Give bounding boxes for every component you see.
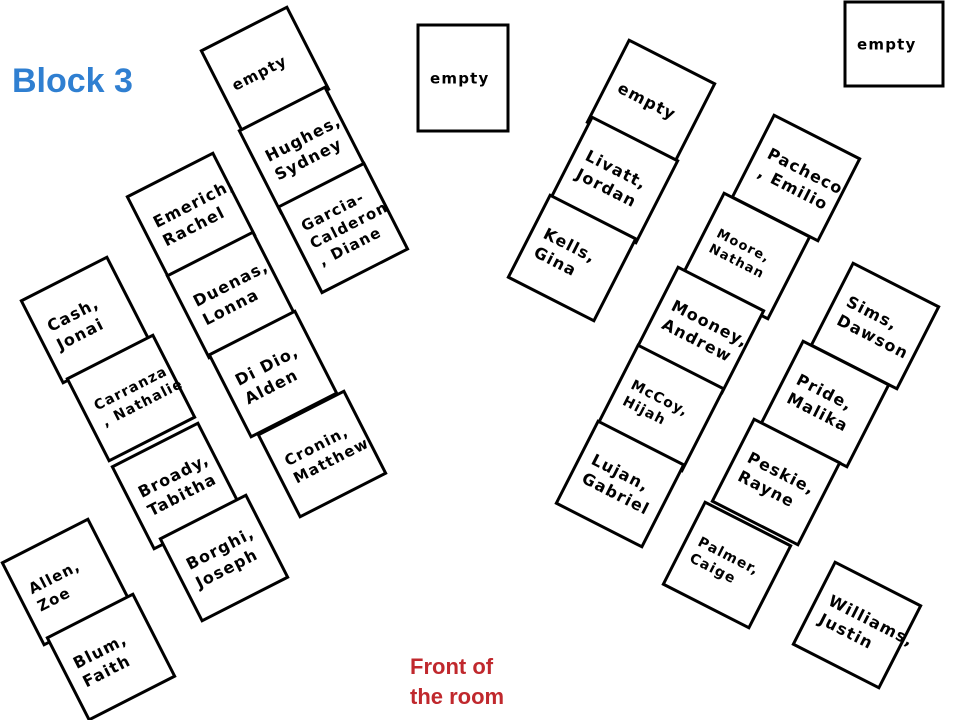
desk-di-dio-alden: Di Dio,Alden	[207, 309, 339, 439]
desk-outline	[276, 161, 410, 295]
desk-outline	[65, 333, 197, 463]
desk-lujan-gabriel: Lujan,Gabriel	[554, 419, 686, 549]
desk-borghi-joseph: Borghi,Joseph	[158, 493, 290, 623]
desk-pride-malika: Pride,Malika	[759, 339, 891, 469]
front-label-line-1: Front of	[410, 654, 494, 679]
desk-cash-jonai: Cash,Jonai	[19, 255, 151, 385]
desk-cronin-matthew: Cronin,Matthew	[256, 389, 388, 519]
desk-name-line: empty	[857, 35, 917, 53]
desk-hughes-sydney: Hughes,Sydney	[237, 85, 369, 215]
desk-peskie-rayne: Peskie,Rayne	[710, 417, 842, 547]
desk-blum-faith: Blum,Faith	[45, 592, 177, 720]
desk-outline	[554, 419, 686, 549]
block-title: Block 3	[12, 62, 133, 100]
desk-palmer-caige: Palmer,Caige	[661, 500, 793, 630]
desk-outline	[506, 193, 638, 323]
desk-williams-justin: Williams,Justin	[791, 560, 923, 690]
desk-empty-top-right: empty	[843, 0, 945, 88]
desk-outline	[207, 309, 339, 439]
desk-empty-center: empty	[416, 23, 510, 133]
desk-outline	[661, 500, 793, 630]
desk-kells-gina: Kells,Gina	[506, 193, 638, 323]
desk-outline	[256, 389, 388, 519]
desk-outline	[843, 0, 945, 88]
front-of-room-label: Front of the room	[410, 652, 540, 712]
desk-outline	[158, 493, 290, 623]
desk-outline	[791, 560, 923, 690]
desk-name-line: empty	[430, 69, 490, 87]
desk-outline	[710, 417, 842, 547]
desk-outline	[416, 23, 510, 133]
desk-garcia-calderon-diane: Garcia-Calderon, Diane	[276, 161, 410, 295]
desk-outline	[45, 592, 177, 720]
front-label-line-2: the room	[410, 684, 505, 709]
desk-carranza-nathalie: Carranza, Nathalie	[65, 333, 197, 463]
